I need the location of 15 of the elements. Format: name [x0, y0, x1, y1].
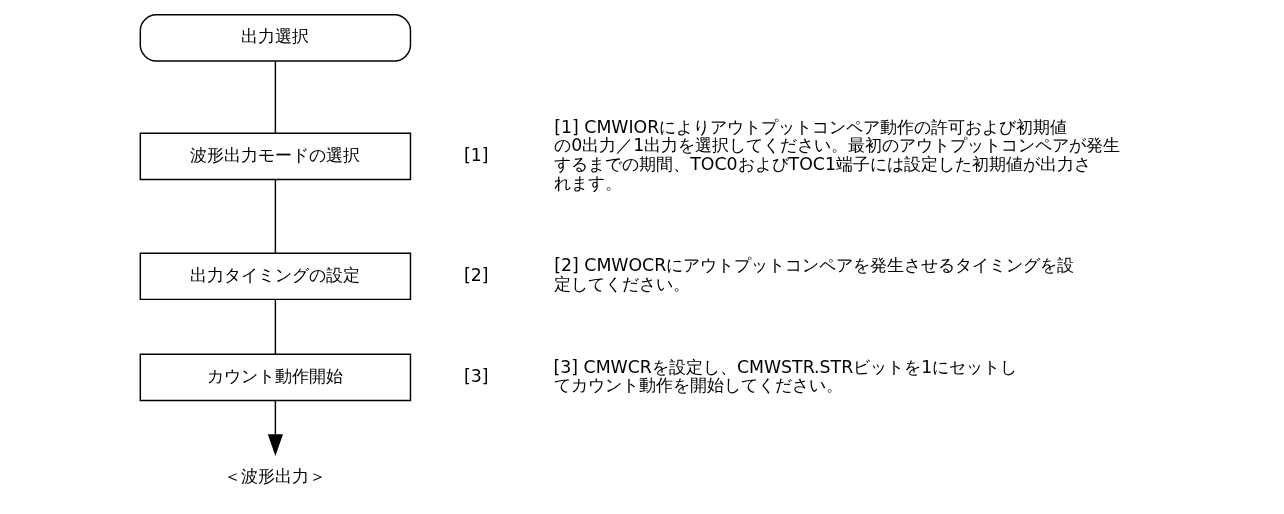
- arrow: [267, 399, 283, 456]
- label: [3] CMWCRを設定し、CMWSTR.STRビットを1にセットしてカウント動作を開始してください。: [553, 356, 1018, 395]
- node-text: ＜波形出力＞: [224, 465, 327, 486]
- node-label: [3]: [463, 365, 489, 386]
- label: [1] CMWIORによりアウトプットコンペア動作の許可および初期値の0出力／1出力を選択してください。最初のアウトプットコンペアが発生するまでの期間、TOC0およびTOC1端子には設定した初期値が出力されます。: [554, 116, 1121, 193]
- node-box: 出力選択: [139, 13, 412, 62]
- node-box: 出力タイミングの設定: [139, 251, 412, 300]
- node-label: [1]: [463, 144, 489, 165]
- connector: [274, 298, 277, 355]
- connector: [274, 59, 277, 134]
- node-box: カウント動作開始: [139, 353, 412, 401]
- label: [2] CMWOCRにアウトプットコンペアを発生させるタイミングを設定してください。: [554, 254, 1075, 294]
- connector: [274, 178, 277, 254]
- node-box: 波形出力モードの選択: [139, 132, 412, 180]
- node-label: [2]: [463, 264, 489, 285]
